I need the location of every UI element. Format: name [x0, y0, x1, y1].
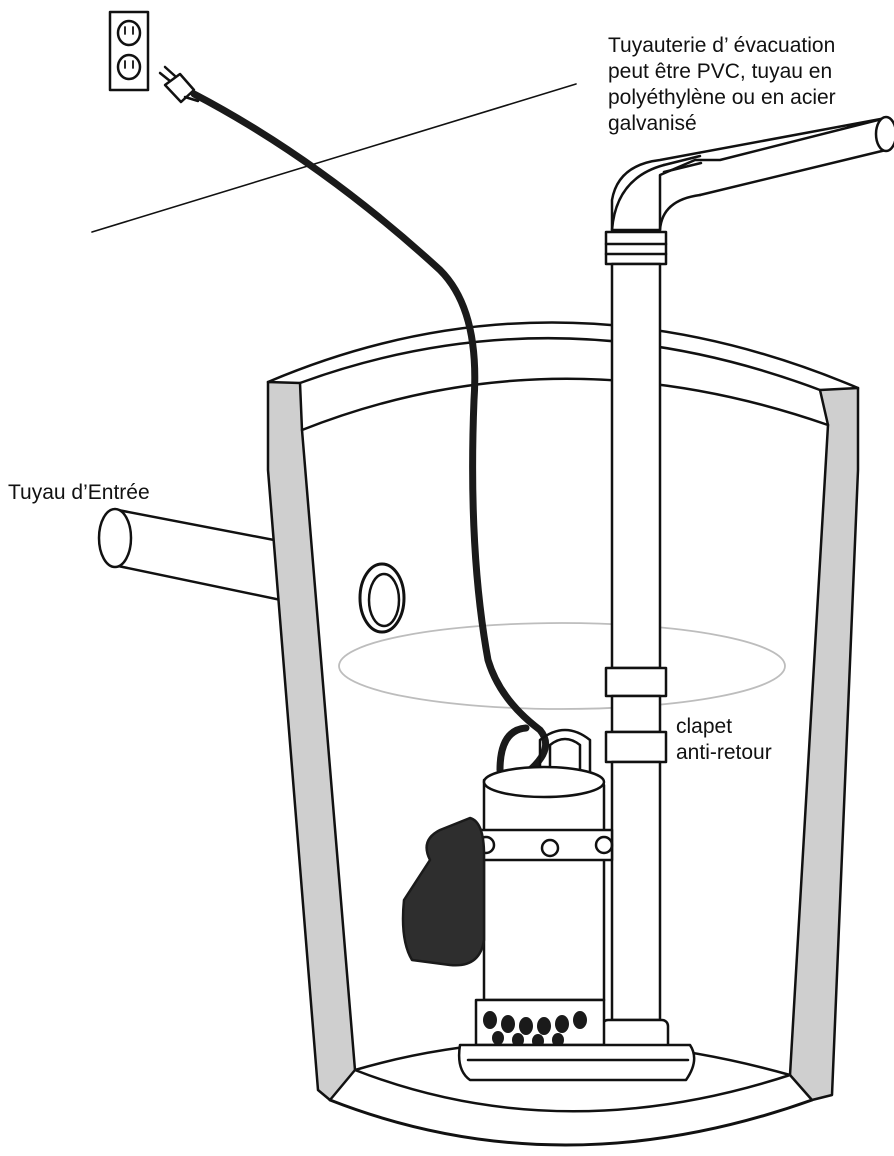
plug-icon — [158, 65, 200, 104]
discharge-piping-label-line-1: Tuyauterie d’ évacuation — [608, 34, 836, 57]
inlet-opening — [358, 562, 406, 634]
discharge-piping-label-line-2: peut être PVC, tuyau en — [608, 60, 833, 83]
discharge-pipe — [600, 115, 894, 1068]
basin-wall-left — [266, 380, 357, 1102]
wall-outlet-icon — [108, 10, 150, 92]
water-level — [338, 622, 786, 710]
discharge-piping-label: Tuyauterie d’ évacuation peut être PVC, … — [608, 33, 836, 137]
floor-line — [91, 83, 577, 233]
sump-pump — [401, 724, 696, 1082]
check-valve-label-line-1: clapet — [676, 715, 733, 738]
basin-rim — [266, 321, 860, 432]
basin-wall-right — [788, 386, 860, 1102]
power-cord — [190, 90, 550, 774]
inlet-pipe-label: Tuyau d’Entrée — [8, 481, 150, 504]
check-valve-label: clapet anti-retour — [676, 714, 772, 766]
inlet-pipe — [97, 507, 302, 606]
check-valve-label-line-2: anti-retour — [676, 741, 772, 764]
discharge-piping-label-line-3: polyéthylène ou en acier — [608, 86, 836, 109]
discharge-piping-label-line-4: galvanisé — [608, 112, 697, 135]
